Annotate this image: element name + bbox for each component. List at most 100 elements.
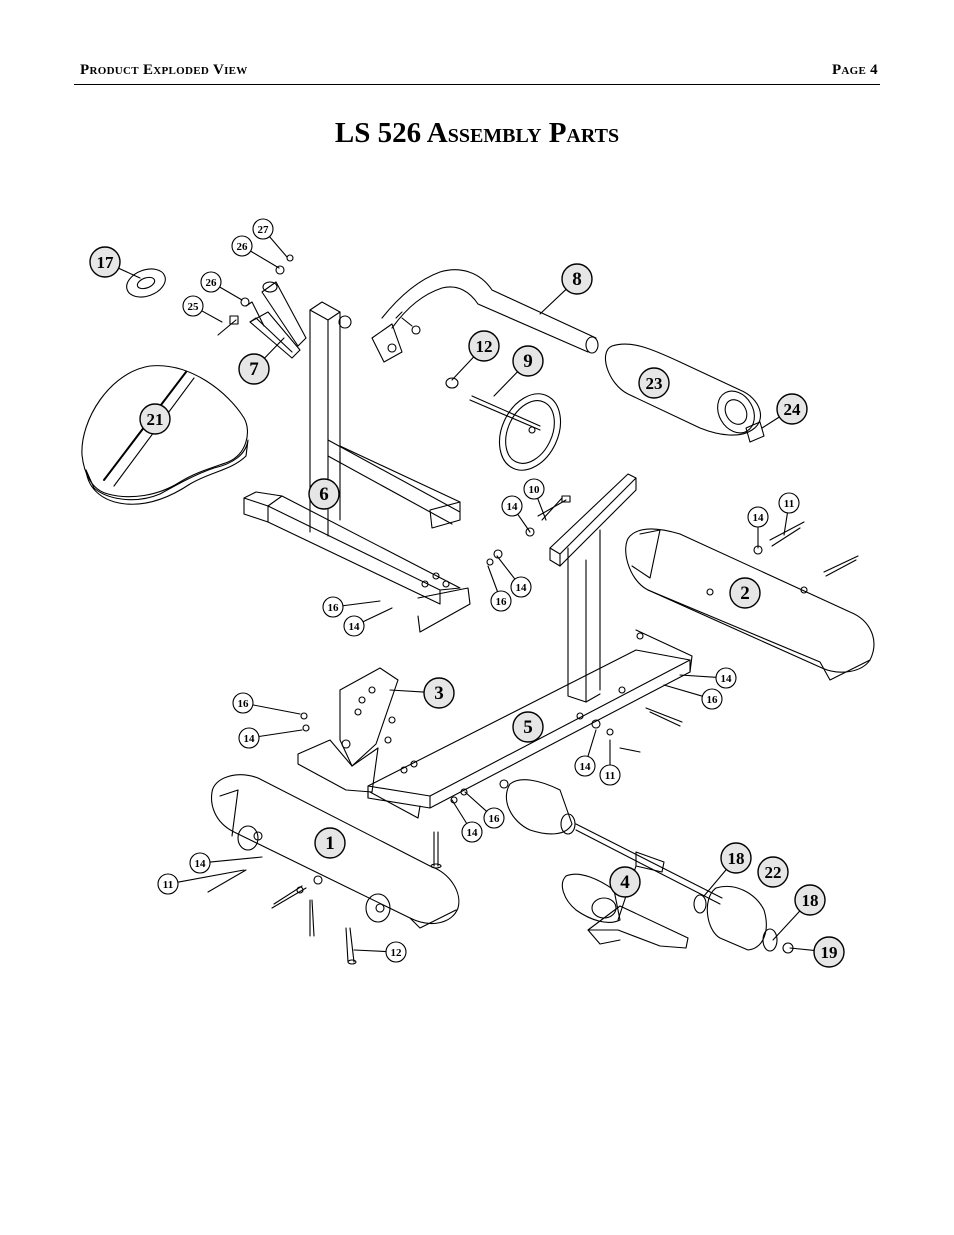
callout-leader: [487, 565, 499, 593]
callout-leader: [451, 356, 475, 381]
callout-number: 14: [580, 761, 592, 773]
callout-number: 11: [163, 879, 173, 891]
callout-circle: [501, 495, 523, 517]
callout-27: 27: [252, 218, 288, 258]
callout-circle: [638, 367, 670, 399]
callout-leader: [258, 729, 303, 738]
callout-leader: [663, 684, 703, 697]
callout-circle: [322, 596, 344, 618]
callout-circle: [157, 873, 179, 895]
callout-22: 22: [757, 856, 789, 888]
callout-25: 25: [182, 295, 223, 323]
callout-number: 14: [753, 512, 765, 524]
callout-circle: [813, 936, 845, 968]
callout-number: 23: [646, 374, 663, 393]
callout-leader: [268, 236, 288, 258]
callout-5: 5: [512, 711, 544, 743]
callout-number: 7: [249, 359, 259, 380]
callout-circle: [238, 727, 260, 749]
callout-circle: [232, 692, 254, 714]
header-page-number: Page 4: [831, 62, 878, 78]
callout-circle: [200, 271, 222, 293]
part-front-base-1: [207, 774, 460, 965]
callout-leader: [263, 337, 285, 359]
callout-circle: [720, 842, 752, 874]
callout-number: 26: [237, 241, 249, 253]
callout-circle: [182, 295, 204, 317]
callout-24: 24: [761, 393, 808, 429]
part-seat-pad-21: [81, 365, 249, 505]
callout-8: 8: [539, 263, 593, 315]
callout-2: 2: [729, 577, 761, 609]
callout-number: 18: [728, 849, 745, 868]
callout-leader: [703, 868, 727, 897]
callout-number: 6: [319, 484, 329, 505]
callout-12: 12: [451, 330, 500, 381]
part-roller-pad-23: [604, 343, 765, 443]
header-section-title: Product Exploded View: [80, 62, 248, 78]
callout-leader: [679, 674, 717, 678]
callout-18: 18: [772, 884, 826, 941]
callout-leader: [219, 286, 243, 301]
callout-11: 11: [599, 739, 621, 786]
callout-leader: [517, 513, 531, 533]
callout-leader: [451, 799, 468, 825]
callout-26: 26: [200, 271, 243, 301]
callout-circle: [510, 576, 532, 598]
callout-leader: [464, 791, 488, 812]
part-right-base-2: [625, 521, 875, 681]
callout-circle: [757, 856, 789, 888]
callout-leader: [587, 729, 597, 757]
callout-number: 9: [523, 351, 533, 372]
callout-circle: [715, 667, 737, 689]
callout-number: 2: [740, 583, 750, 604]
callout-leader: [539, 288, 567, 315]
callout-number: 11: [784, 498, 794, 510]
callout-14: 14: [451, 799, 483, 843]
header-rule: [74, 84, 880, 85]
callout-circle: [483, 807, 505, 829]
callout-circle: [252, 218, 274, 240]
callout-number: 18: [802, 891, 819, 910]
part-leg-roller-4: [505, 779, 794, 954]
callout-leader: [250, 250, 280, 269]
callout-leader: [537, 497, 547, 521]
callout-number: 14: [721, 673, 733, 685]
callout-leader: [772, 910, 801, 941]
callout-number: 16: [496, 596, 508, 608]
callout-14: 14: [574, 729, 597, 777]
callout-leader: [493, 371, 519, 397]
callout-leader: [252, 704, 301, 715]
callout-number: 24: [784, 400, 802, 419]
callout-number: 12: [476, 337, 493, 356]
callout-number: 26: [206, 277, 218, 289]
callout-number: 17: [97, 253, 115, 272]
callout-circle: [523, 478, 545, 500]
callout-leader: [761, 416, 780, 429]
part-washer-17: [126, 268, 166, 298]
callout-number: 14: [507, 501, 519, 513]
callout-circle: [468, 330, 500, 362]
callout-leader: [362, 607, 393, 623]
callout-circle: [461, 821, 483, 843]
callout-circle: [189, 852, 211, 874]
callout-number: 16: [707, 694, 719, 706]
callout-circle: [314, 827, 346, 859]
callout-16: 16: [232, 692, 301, 715]
callout-14: 14: [496, 555, 532, 598]
callout-leader: [209, 856, 263, 863]
callout-16: 16: [464, 791, 505, 829]
part-handle-bar-8: [371, 269, 599, 363]
callout-12: 12: [353, 941, 407, 963]
callout-circle: [778, 492, 800, 514]
callout-circle: [776, 393, 808, 425]
callout-leader: [118, 267, 141, 279]
callout-3: 3: [389, 677, 455, 709]
callout-circle: [747, 506, 769, 528]
callout-14: 14: [189, 852, 263, 874]
callout-circle: [574, 755, 596, 777]
callout-number: 8: [572, 269, 582, 290]
part-shaft-9: [445, 377, 562, 471]
callout-number: 16: [489, 813, 501, 825]
